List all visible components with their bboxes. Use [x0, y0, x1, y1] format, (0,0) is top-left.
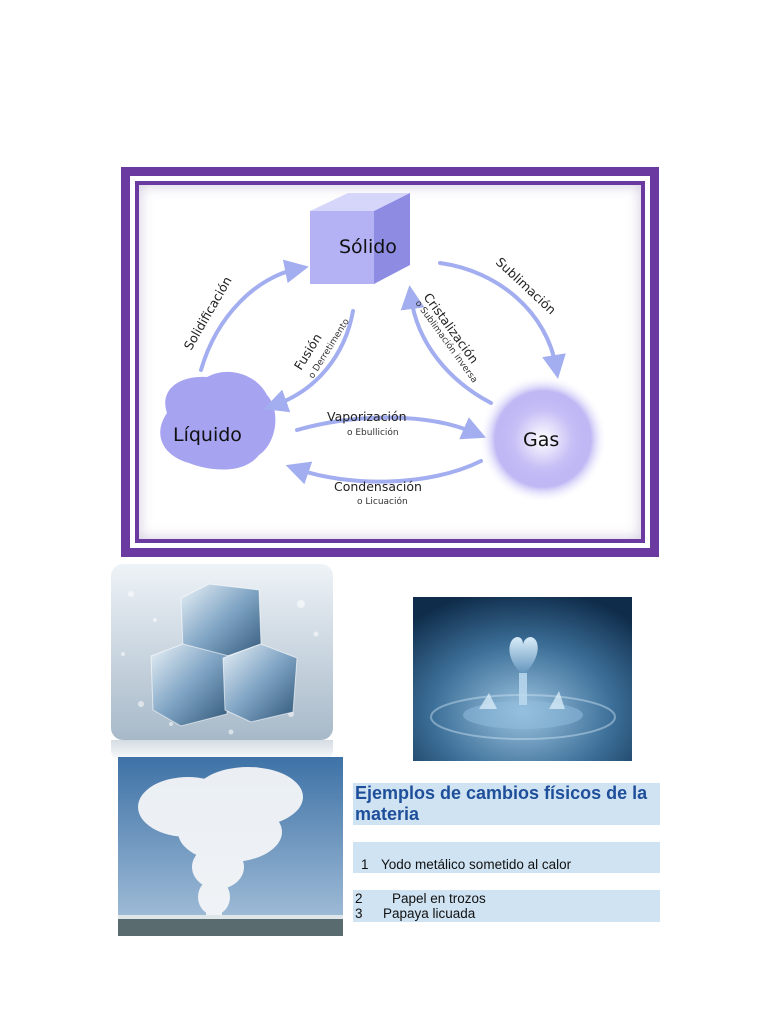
condensation-arrow — [285, 459, 483, 485]
liquid-label: Líquido — [173, 424, 242, 446]
steam-geyser-image — [118, 757, 343, 936]
crystallization-arrow — [400, 285, 493, 405]
examples-item23-band — [353, 890, 660, 922]
liquid-blob-icon — [160, 371, 276, 470]
diagram-svg: Sólido Líquido Gas Solidificación Sublim… — [160, 193, 607, 507]
ice-photo-reflection — [111, 740, 333, 762]
diagram-border-inner: Sólido Líquido Gas Solidificación Sublim… — [135, 181, 645, 543]
solid-label: Sólido — [339, 236, 397, 258]
sublimation-arrow — [438, 261, 566, 379]
gas-cloud-icon — [479, 375, 607, 503]
vaporization-arrow — [295, 415, 487, 440]
examples-item1-band — [353, 842, 660, 873]
water-heart-photo — [413, 597, 632, 761]
examples-heading: Ejemplos de cambios físicos de la materi… — [355, 783, 648, 824]
vaporization-alt-label: o Ebullición — [347, 427, 399, 438]
gas-label: Gas — [523, 429, 559, 451]
ice-cubes-image — [111, 564, 333, 740]
fusion-arrow — [263, 309, 355, 413]
condensation-alt-label: o Licuación — [357, 496, 408, 507]
diagram-canvas: Sólido Líquido Gas Solidificación Sublim… — [139, 185, 641, 539]
solidification-arrow — [199, 259, 309, 372]
vaporization-label: Vaporización — [327, 409, 407, 424]
list-item: Yodo metálico sometido al calor — [381, 857, 572, 872]
water-heart-image — [413, 597, 632, 761]
list-item-number: 3 — [355, 906, 363, 921]
states-of-matter-diagram: Sólido Líquido Gas Solidificación Sublim… — [121, 167, 659, 557]
condensation-label: Condensación — [334, 479, 422, 494]
solid-cube-icon — [310, 193, 410, 284]
solidification-label: Solidificación — [181, 274, 235, 353]
list-item: Papel en trozos — [392, 891, 486, 906]
examples-heading-band — [353, 783, 660, 825]
list-item-number: 1 — [361, 857, 369, 872]
diagram-border-white: Sólido Líquido Gas Solidificación Sublim… — [130, 176, 650, 548]
steam-geyser-photo — [118, 757, 343, 936]
list-item-number: 2 — [355, 891, 363, 906]
ice-cubes-photo — [111, 564, 333, 740]
list-item: Papaya licuada — [383, 906, 476, 921]
